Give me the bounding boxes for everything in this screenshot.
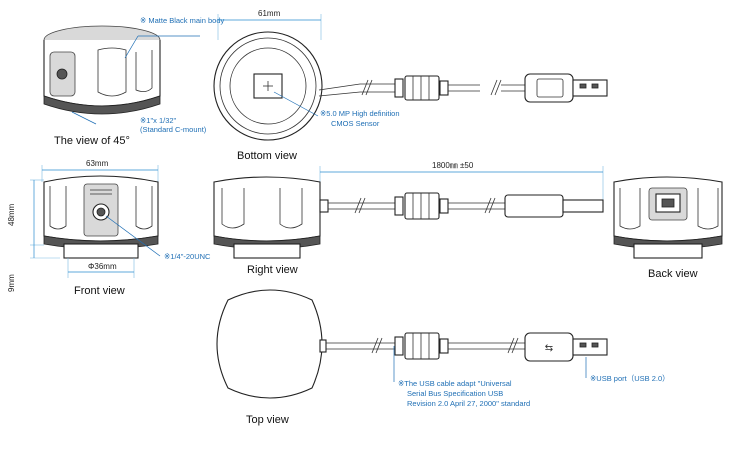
thread-leader-line <box>105 215 161 257</box>
dim-front-width: 63mm <box>86 159 109 168</box>
note-usb-line1: ※The USB cable adapt "Universal <box>398 379 512 388</box>
title-front-view: Front view <box>74 285 125 297</box>
usb-cable-right <box>328 192 604 220</box>
note-matte-body: ※ Matte Black main body <box>140 16 224 25</box>
dim-48mm <box>30 179 44 246</box>
note-thread: ※1/4"-20UNC <box>164 252 211 261</box>
title-back-view: Back view <box>648 268 698 280</box>
title-right-view: Right view <box>247 264 298 276</box>
matte-leader-line <box>124 35 139 59</box>
usb-cable-bottom <box>318 73 608 103</box>
title-top-view: Top view <box>246 414 289 426</box>
dim-9mm <box>30 245 60 259</box>
dim-bottom-width: 61mm <box>258 9 281 18</box>
title-view-45: The view of 45° <box>54 135 130 147</box>
title-bottom-view: Bottom view <box>237 150 297 162</box>
dim-front-height: 48mm <box>7 203 16 226</box>
sensor-leader-line <box>273 91 319 117</box>
dim-61mm <box>217 14 322 40</box>
dim-front-diameter: Φ36mm <box>88 262 117 271</box>
note-mount-line2: (Standard C-mount) <box>140 125 207 134</box>
usb-cable-top: ⇆ <box>326 332 608 362</box>
mount-leader-line <box>71 111 97 125</box>
dim-front-base: 9mm <box>7 274 16 292</box>
camera-top-view <box>216 289 327 399</box>
dim-cable-length: 1800㎜ ±50 <box>432 161 474 170</box>
note-sensor-line1: ※5.0 MP High definition <box>320 109 400 118</box>
dim-36mm <box>67 258 135 278</box>
note-mount-line1: ※1"x 1/32" <box>140 116 177 125</box>
note-usb-port: ※USB port（USB 2.0） <box>590 374 670 383</box>
note-sensor-line2: CMOS Sensor <box>331 119 380 128</box>
camera-45-view <box>43 25 161 115</box>
dim-63mm <box>41 165 159 182</box>
svg-text:⇆: ⇆ <box>545 343 553 354</box>
camera-back-view <box>613 176 723 259</box>
camera-right-view <box>213 176 329 259</box>
camera-front-view <box>43 175 159 259</box>
camera-bottom-view <box>213 31 323 141</box>
note-usb-line2: Serial Bus Specification USB <box>407 389 503 398</box>
note-usb-line3: Revision 2.0 April 27, 2000" standard <box>407 399 530 408</box>
